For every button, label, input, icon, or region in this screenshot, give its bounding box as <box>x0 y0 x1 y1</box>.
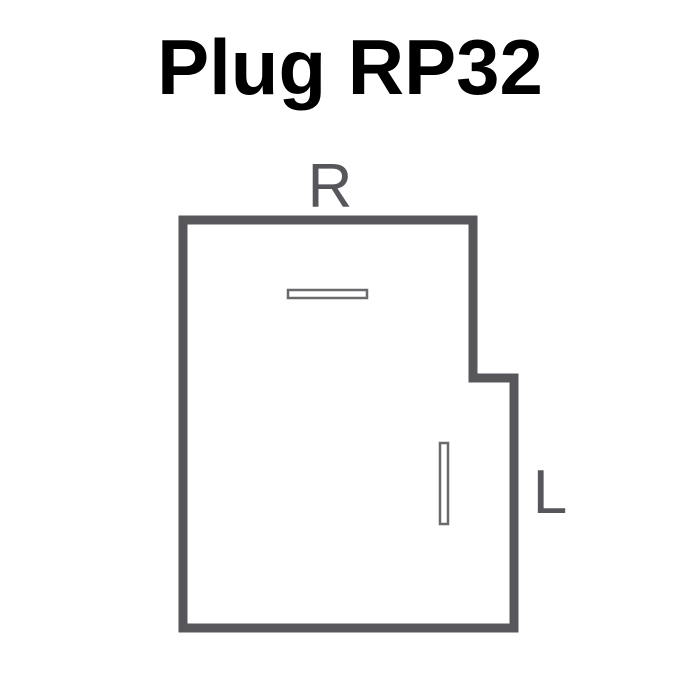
label-right-side: L <box>533 458 567 527</box>
page-title: Plug RP32 <box>157 23 543 111</box>
label-top-side: R <box>308 152 353 221</box>
plug-outline <box>178 215 519 633</box>
vertical-pin-slot <box>438 441 450 526</box>
horizontal-pin-slot <box>286 288 369 300</box>
